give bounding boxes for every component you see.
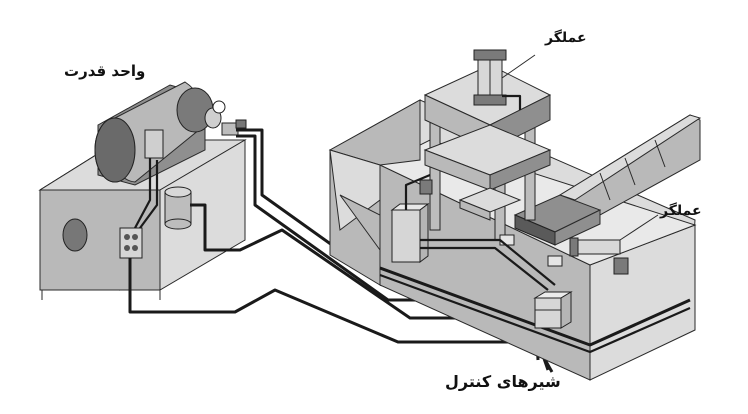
actuator-right bbox=[547, 214, 659, 275]
filter bbox=[164, 186, 192, 230]
actuator-top bbox=[473, 49, 536, 110]
power-unit bbox=[38, 81, 247, 300]
control-valves-label: شیرهای کنترل bbox=[445, 372, 561, 391]
control-valves bbox=[533, 291, 573, 329]
press-frame bbox=[423, 64, 552, 241]
actuator-right-label: عملگر bbox=[660, 203, 702, 219]
starter-switch-box bbox=[119, 227, 143, 259]
pressure-gauge-icon bbox=[212, 100, 226, 114]
electric-motor bbox=[94, 81, 247, 186]
conveyor-belt bbox=[513, 114, 702, 246]
actuator-top-label: عملگر bbox=[545, 30, 587, 46]
power-unit-label: واحد قدرت bbox=[64, 62, 146, 80]
